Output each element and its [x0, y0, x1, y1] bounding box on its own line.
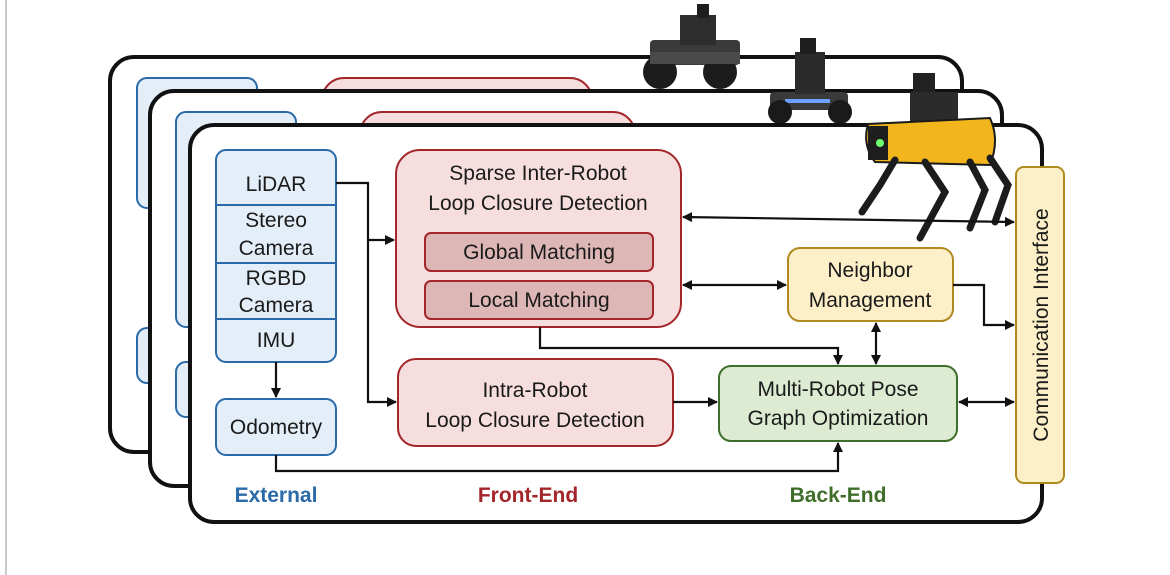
arrow-odometry-to-pgo — [274, 442, 843, 473]
intra-lcd-box — [397, 358, 674, 447]
arrow-neighbor-comm — [953, 283, 1015, 330]
wheeled-robot-image — [643, 4, 740, 89]
local-matching-label: Local Matching — [468, 289, 609, 312]
arrow-lidar-to-sparse — [336, 181, 395, 245]
section-label-frontend: Front-End — [478, 484, 578, 507]
pgo-line1: Multi-Robot Pose — [757, 378, 918, 401]
rover-robot-image — [768, 38, 852, 124]
arrow-sparse-comm — [682, 212, 1015, 227]
communication-interface-box — [1015, 166, 1065, 484]
intra-lcd-title-line2: Loop Closure Detection — [425, 409, 644, 432]
sparse-lcd-title-line1: Sparse Inter-Robot — [449, 162, 627, 185]
sensor-lidar: LiDAR — [246, 173, 307, 196]
neighbor-management-line1: Neighbor — [827, 259, 912, 282]
global-matching-box — [424, 232, 654, 272]
pgo-box — [718, 365, 958, 442]
neighbor-management-line2: Management — [809, 289, 932, 312]
quadruped-robot-image — [858, 73, 1012, 242]
local-matching-box — [424, 280, 654, 320]
sensor-rgbd-line2: Camera — [239, 294, 314, 317]
sensor-imu: IMU — [257, 329, 296, 352]
connector-arrows — [271, 181, 1015, 473]
sensor-stereo-line1: Stereo — [245, 209, 307, 232]
sensor-stereo-line2: Camera — [239, 237, 314, 260]
sparse-lcd-title-line2: Loop Closure Detection — [428, 192, 647, 215]
communication-interface-label: Communication Interface — [1030, 208, 1053, 441]
arrow-lidar-to-intra — [366, 240, 397, 407]
sensor-rgbd-line1: RGBD — [246, 267, 307, 290]
global-matching-label: Global Matching — [463, 241, 615, 264]
odometry-label: Odometry — [230, 416, 323, 439]
section-label-external: External — [235, 484, 318, 507]
pgo-line2: Graph Optimization — [748, 407, 929, 430]
arrow-sparse-to-pgo — [538, 327, 843, 365]
intra-lcd-title-line1: Intra-Robot — [482, 379, 587, 402]
section-label-backend: Back-End — [790, 484, 887, 507]
